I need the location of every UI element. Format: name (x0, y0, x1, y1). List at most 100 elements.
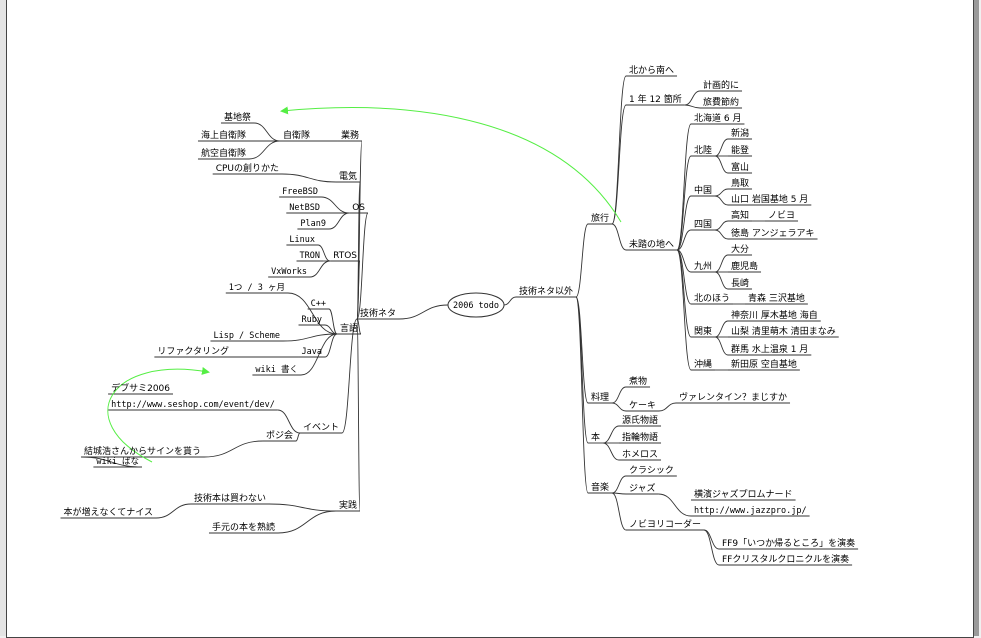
node-kaijo: 海上自衛隊 (201, 129, 246, 141)
edge-ryoko-mito (611, 223, 627, 251)
edge-hokuriku-toyama (714, 155, 729, 174)
edge-gijutsuhon-honga (155, 503, 191, 519)
node-nobiyorecorder: ノビヨリコーダー (629, 518, 701, 530)
node-lisp: Lisp / Scheme (213, 331, 280, 341)
node-classic: クラシック (629, 465, 674, 476)
edge-nontech-ryoko (575, 223, 589, 298)
node-cpp: C++ (311, 299, 326, 309)
node-ruby: Ruby (302, 315, 322, 325)
node-honga: 本が増えなくてナイス (64, 506, 153, 518)
edge-tech-jissen (356, 318, 361, 512)
edge-gengo-lisp (282, 333, 337, 342)
node-denki: 電気 (339, 170, 357, 182)
edge-hon-genji (602, 425, 620, 444)
node-noto: 能登 (731, 144, 749, 156)
edge-ryori-nimono (611, 386, 627, 404)
node-niigata: 新潟 (731, 127, 749, 139)
node-genji: 源氏物語 (622, 414, 658, 426)
edge-os-plan9 (328, 212, 350, 230)
edge-shikoku-kochi (714, 220, 729, 231)
edge-ichinen-keikaku (684, 90, 701, 106)
node-yamanashi: 山梨 清里萌木 清田まなみ (731, 325, 836, 337)
node-cake: ケーキ (629, 400, 656, 411)
node-oita: 大分 (731, 243, 749, 255)
edge-chugoku-tottori (714, 188, 729, 197)
root-node (447, 292, 505, 318)
link-wikibana-to-wikikaku (107, 367, 210, 463)
edge-jazz-yokohama (658, 493, 692, 517)
node-tech: 技術ネタ (360, 307, 396, 319)
edge-kanto-kanagawa (714, 320, 729, 338)
edge-ongaku-classic (611, 475, 627, 494)
edge-root-tech (398, 304, 449, 320)
edge-root-nontech (503, 296, 517, 306)
node-ryoko: 旅行 (591, 212, 609, 224)
node-yamaguchi: 山口 岩国基地 5 月 (731, 193, 808, 205)
node-koku: 航空自衛隊 (201, 147, 246, 159)
node-wikibana: wiki ばな (96, 457, 139, 467)
node-temoto: 手元の本を熟読 (212, 521, 275, 533)
node-kanto: 関東 (694, 325, 712, 337)
link-ryoko-to-kichisai (280, 106, 622, 223)
node-ichinen: 1 年 12 箇所 (629, 93, 682, 105)
node-freebsd: FreeBSD (282, 187, 318, 197)
node-hon: 本 (591, 431, 600, 443)
edge-yuki-wikibana (80, 456, 143, 468)
edge-ryoko-kitakara (611, 75, 627, 225)
node-keikaku: 計画的に (703, 79, 739, 91)
node-hokkaido: 北海道 6 月 (694, 112, 741, 124)
node-aomori: 青森 三沢基地 (748, 292, 805, 304)
node-rtos: RTOS (333, 251, 357, 261)
edge-tech-rtos (356, 260, 361, 320)
node-tokushima: 徳島 アンジェラアキ (731, 227, 815, 239)
edge-ryori-cake (611, 402, 627, 412)
viewer-margin (0, 0, 6, 636)
edge-jissen-gijutsuhon (268, 503, 336, 512)
edge-ongaku-jazz (612, 492, 627, 495)
edge-os-freebsd (320, 196, 350, 214)
node-cpu: CPUの創りかた (216, 162, 279, 174)
edge-kyushu-oita (714, 254, 729, 273)
edge-shikoku-tokushima (714, 229, 729, 240)
edge-gengo-hitotsu (287, 292, 337, 335)
edge-ongaku-nobiyorecorder (611, 492, 627, 531)
node-netbsd: NetBSD (289, 203, 320, 213)
node-kyushu: 九州 (694, 261, 712, 272)
edge-hon-homeros (602, 442, 620, 461)
edge-jieitai-koku (248, 140, 281, 160)
node-gunma: 群馬 水上温泉 1 月 (731, 343, 808, 355)
edge-mito-hokuriku (676, 155, 692, 251)
edge-gengo-java (324, 333, 338, 358)
edge-jissen-temoto (277, 510, 336, 534)
node-chugoku: 中国 (694, 184, 712, 196)
node-hokuriku: 北陸 (694, 144, 712, 156)
edge-mito-kanto (676, 249, 692, 338)
edge-pojikai-yuki (203, 440, 263, 458)
node-nitabaru: 新田原 空自基地 (731, 358, 797, 370)
node-hitotsu: 1つ / 3 ヶ月 (229, 283, 285, 293)
edge-jieitai-kichisai (253, 122, 281, 142)
edge-ryoko-ichinen (611, 104, 627, 225)
node-shikoku: 四国 (694, 219, 712, 230)
node-gengo: 言語 (340, 322, 358, 334)
edge-cake-valentine (658, 402, 677, 412)
node-devsumi: デブサミ2006 (111, 382, 170, 394)
node-jieitai: 自衛隊 (283, 129, 310, 141)
edge-tech-event (341, 318, 358, 434)
node-tron: TRON (300, 251, 320, 261)
node-tottori: 鳥取 (731, 177, 749, 189)
edge-chugoku-yamaguchi (714, 195, 729, 206)
node-nimono: 煮物 (629, 375, 647, 387)
node-event: イベント (303, 423, 339, 433)
node-ryori: 料理 (591, 391, 609, 403)
node-ffcc: FFクリスタルクロニクルを演奏 (722, 553, 849, 565)
node-yubiwa: 指輪物語 (622, 431, 658, 443)
root-label: 2006 todo (453, 301, 499, 311)
node-mito: 未踏の地へ (629, 238, 674, 250)
edge-tech-os (356, 212, 369, 320)
node-toyama: 富山 (731, 161, 749, 173)
mindmap-page (6, 0, 974, 638)
edge-rtos-linux (317, 244, 331, 262)
node-os: OS (352, 203, 365, 213)
